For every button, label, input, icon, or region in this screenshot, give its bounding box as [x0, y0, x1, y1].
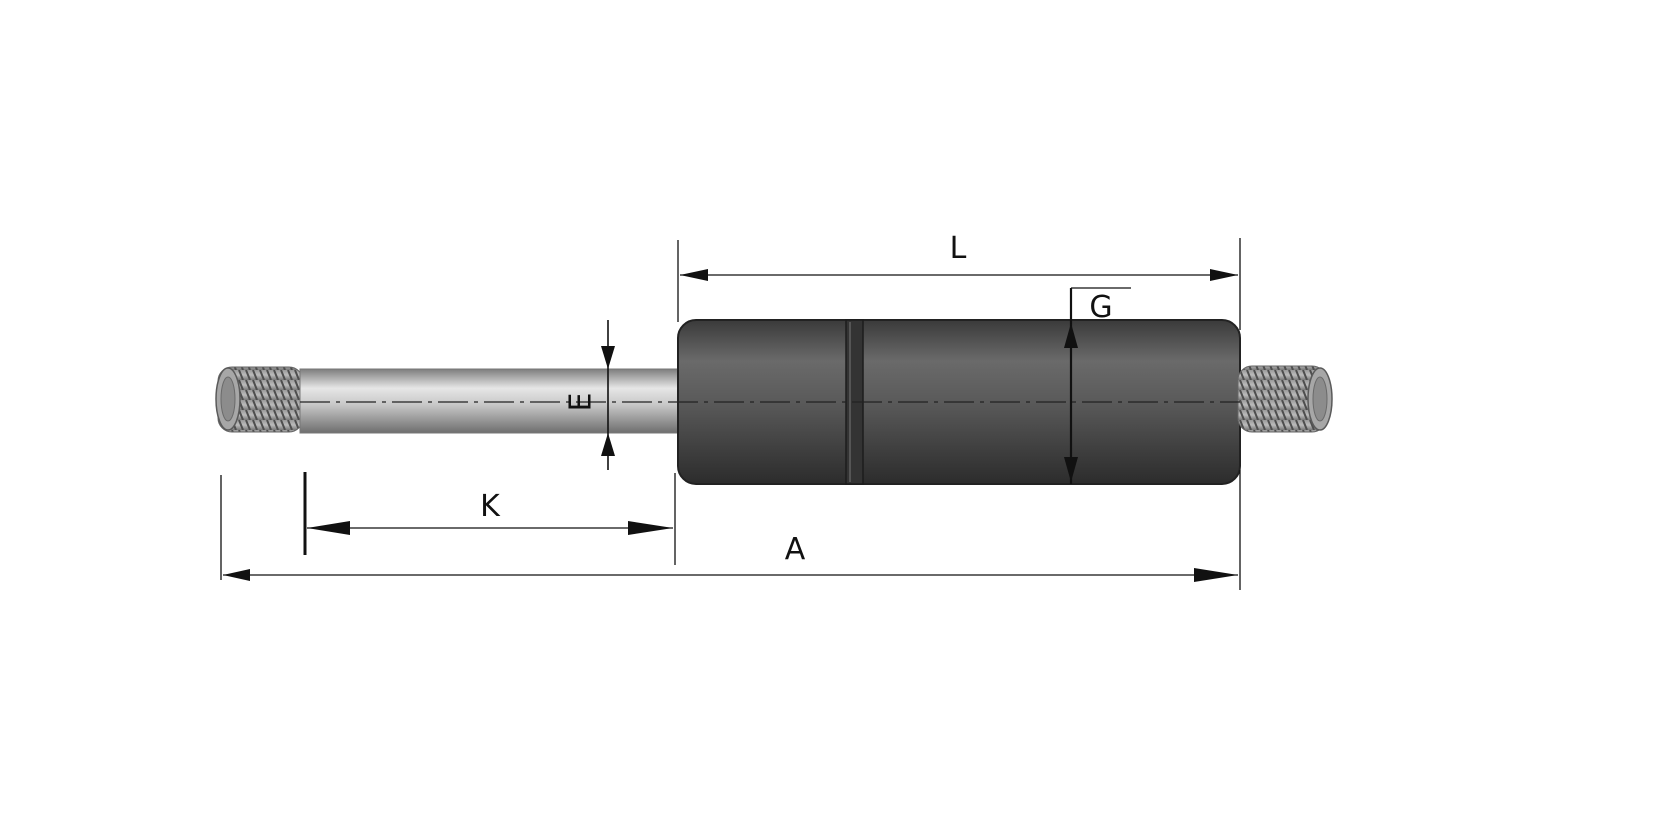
label-L: L — [950, 231, 967, 266]
dimension-A: A — [220, 470, 1241, 590]
left-thread-stud — [215, 366, 304, 433]
right-thread-stud — [1237, 365, 1333, 433]
dimension-K: K — [303, 472, 676, 565]
dimension-E: E — [564, 320, 615, 470]
label-E: E — [564, 393, 599, 412]
label-A: A — [785, 532, 806, 567]
dimension-L: L — [677, 231, 1241, 330]
label-G: G — [1089, 290, 1112, 325]
piston-rod — [299, 368, 681, 434]
label-K: K — [480, 489, 501, 524]
dimension-G: G — [1064, 287, 1131, 484]
